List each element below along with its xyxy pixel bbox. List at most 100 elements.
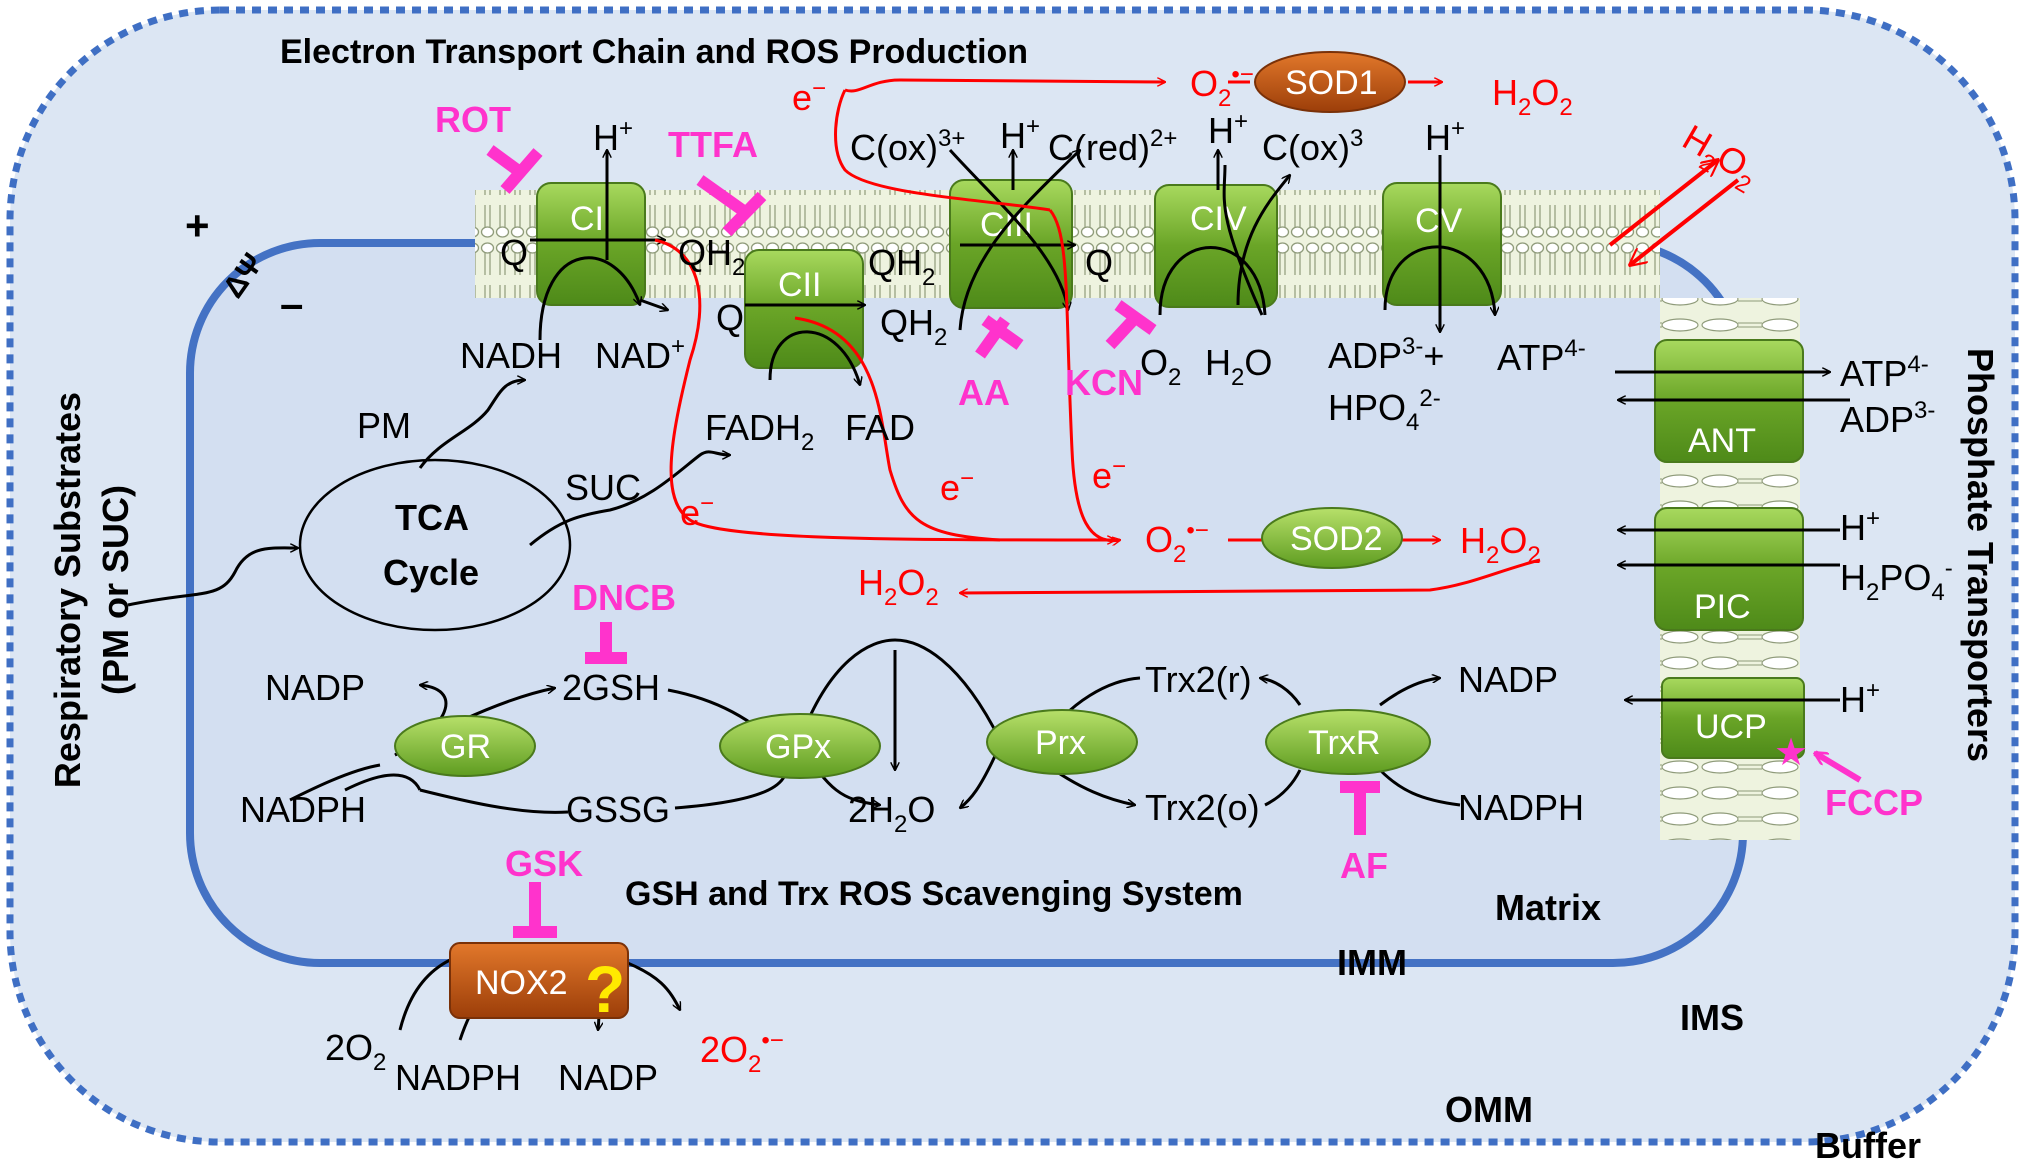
af-inhibition bbox=[1340, 781, 1380, 835]
sod2-enzyme: SOD2 bbox=[1261, 507, 1403, 569]
h2po4-label: H2PO4- bbox=[1840, 555, 1953, 606]
ims-label: IMS bbox=[1680, 997, 1744, 1038]
omm-label: OMM bbox=[1445, 1089, 1533, 1130]
superoxide-ims: O2•− bbox=[1190, 61, 1254, 112]
scavenging-title: GSH and Trx ROS Scavenging System bbox=[625, 875, 1243, 913]
h2o2-matrix-center: H2O2 bbox=[858, 562, 939, 611]
nadh-label: NADH bbox=[460, 335, 562, 376]
complex-ii: CII bbox=[744, 249, 864, 369]
nadph-gr-label: NADPH bbox=[240, 789, 366, 830]
nadp-trxr-label: NADP bbox=[1458, 659, 1558, 700]
h-plus-ci: H+ bbox=[593, 115, 633, 158]
dncb-label: DNCB bbox=[572, 577, 676, 618]
gsk-label: GSK bbox=[505, 843, 583, 884]
matrix-label: Matrix bbox=[1495, 887, 1601, 928]
pic-transporter: PIC bbox=[1654, 507, 1804, 631]
prx-enzyme: Prx bbox=[986, 709, 1138, 775]
ttfa-label: TTFA bbox=[668, 124, 758, 165]
tca-cycle: TCA Cycle bbox=[298, 458, 572, 632]
two-o2-label: 2O2 bbox=[325, 1027, 386, 1076]
trx2r-label: Trx2(r) bbox=[1145, 659, 1252, 700]
etc-title: Electron Transport Chain and ROS Product… bbox=[280, 33, 1028, 71]
suc-label: SUC bbox=[565, 467, 641, 508]
kcn-label: KCN bbox=[1065, 362, 1143, 403]
svg-text:CIV: CIV bbox=[1190, 200, 1247, 238]
q-ciii: Q bbox=[1085, 242, 1113, 283]
two-superoxide-label: 2O2•− bbox=[700, 1027, 784, 1078]
c-ox-label: C(ox)3+ bbox=[850, 125, 965, 168]
svg-text:Cycle: Cycle bbox=[383, 552, 479, 593]
atp-out-label: ATP4- bbox=[1840, 351, 1929, 394]
c-red-label: C(red)2+ bbox=[1048, 125, 1177, 168]
nadph-trxr-label: NADPH bbox=[1458, 787, 1584, 828]
minus-sign: – bbox=[280, 280, 303, 327]
svg-text:SOD2: SOD2 bbox=[1290, 520, 1383, 558]
svg-text:NOX2: NOX2 bbox=[475, 964, 568, 1002]
sod1-enzyme: SOD1 bbox=[1254, 51, 1406, 113]
adp-out-label: ADP3- bbox=[1840, 397, 1935, 440]
svg-text:GPx: GPx bbox=[765, 728, 831, 766]
e-label-cii: e− bbox=[680, 490, 714, 533]
aa-inhibition bbox=[975, 315, 1024, 359]
h2o2-ims: H2O2 bbox=[1492, 72, 1573, 121]
phosphate-transporters-label: Phosphate Transporters bbox=[1960, 348, 2001, 762]
trxr-enzyme: TrxR bbox=[1265, 709, 1431, 775]
h-plus-civ: H+ bbox=[1208, 108, 1248, 151]
respiratory-substrates-label: Respiratory Substrates bbox=[47, 392, 88, 788]
svg-text:TCA: TCA bbox=[395, 497, 469, 538]
atp-cv-label: ATP4- bbox=[1497, 335, 1586, 378]
q-ci: Q bbox=[500, 232, 528, 273]
complex-v: CV bbox=[1382, 182, 1502, 306]
nox2-question-mark: ? bbox=[585, 952, 625, 1026]
gssg-label: GSSG bbox=[566, 789, 670, 830]
h-plus-pic: H+ bbox=[1840, 505, 1880, 548]
qh2-cii: QH2 bbox=[880, 302, 947, 351]
svg-text:TrxR: TrxR bbox=[1308, 724, 1380, 762]
pm-label: PM bbox=[357, 405, 411, 446]
svg-text:SOD1: SOD1 bbox=[1285, 64, 1378, 102]
h-plus-ciii: H+ bbox=[1000, 113, 1040, 156]
gsh-label: 2GSH bbox=[562, 667, 660, 708]
fad-label: FAD bbox=[845, 407, 915, 448]
o2-label: O2 bbox=[1140, 342, 1181, 391]
qh2-ci: QH2 bbox=[678, 232, 745, 281]
h-plus-cv: H+ bbox=[1425, 115, 1465, 158]
nadp-nox2-label: NADP bbox=[558, 1057, 658, 1098]
dncb-inhibition bbox=[585, 622, 627, 664]
imm-label: IMM bbox=[1337, 942, 1407, 983]
kcn-inhibition bbox=[1105, 300, 1157, 350]
gsk-inhibition bbox=[513, 882, 557, 938]
gr-enzyme: GR bbox=[394, 715, 536, 777]
svg-text:CII: CII bbox=[778, 266, 821, 304]
complex-iv: CIV bbox=[1154, 184, 1278, 308]
rot-label: ROT bbox=[435, 99, 511, 140]
e-label-top: e− bbox=[792, 75, 826, 118]
aa-label: AA bbox=[958, 372, 1010, 413]
complex-i: CI bbox=[536, 182, 646, 306]
nadp-gr-label: NADP bbox=[265, 667, 365, 708]
buffer-label: Buffer bbox=[1815, 1125, 1921, 1165]
plus-sign: + bbox=[185, 202, 210, 249]
respiratory-substrates-sublabel: (PM or SUC) bbox=[95, 485, 136, 695]
trx2o-label: Trx2(o) bbox=[1145, 787, 1260, 828]
gpx-enzyme: GPx bbox=[719, 713, 881, 779]
e-label-ciii: e− bbox=[1092, 453, 1126, 496]
h2o2-matrix-right: H2O2 bbox=[1460, 520, 1541, 569]
h2o-label: H2O bbox=[1205, 342, 1272, 391]
svg-text:ANT: ANT bbox=[1688, 422, 1756, 460]
ttfa-inhibition bbox=[696, 175, 767, 237]
two-h2o-label: 2H2O bbox=[848, 789, 935, 838]
superoxide-matrix: O2•− bbox=[1145, 517, 1209, 568]
nox2-enzyme: NOX2 bbox=[449, 942, 629, 1019]
e-label-mid: e− bbox=[940, 465, 974, 508]
hpo4-label: HPO42- bbox=[1328, 385, 1441, 436]
fccp-action: ★ bbox=[1774, 732, 1862, 783]
svg-text:PIC: PIC bbox=[1694, 588, 1751, 626]
h-plus-ucp: H+ bbox=[1840, 677, 1880, 720]
c-ox-b-label: C(ox)3 bbox=[1262, 125, 1363, 168]
nadph-nox2-label: NADPH bbox=[395, 1057, 521, 1098]
svg-text:★: ★ bbox=[1774, 732, 1808, 774]
q-cii: Q bbox=[716, 297, 744, 338]
nad-label: NAD+ bbox=[595, 333, 685, 376]
